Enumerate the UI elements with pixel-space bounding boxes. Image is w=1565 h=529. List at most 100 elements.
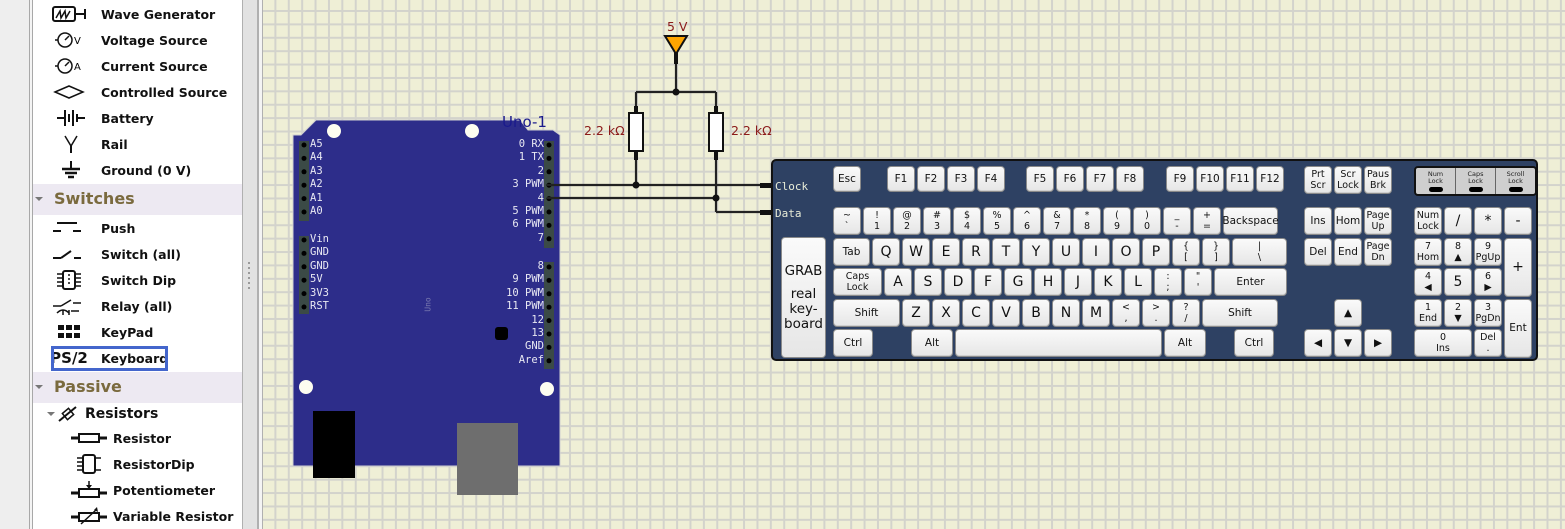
key-g[interactable]: G <box>1004 268 1032 296</box>
key-c[interactable]: C <box>962 299 990 327</box>
arduino-pin[interactable] <box>546 264 552 270</box>
palette-item-switch-dip[interactable]: Switch Dip <box>33 267 242 293</box>
key-f3[interactable]: F3 <box>947 166 975 192</box>
key-b[interactable]: B <box>1022 299 1050 327</box>
arduino-pin[interactable] <box>301 142 307 148</box>
key-h[interactable]: H <box>1034 268 1062 296</box>
expand-caret-icon[interactable] <box>35 385 43 389</box>
key-esc[interactable]: Esc <box>833 166 861 192</box>
key-alt-right[interactable]: Alt <box>1164 329 1206 357</box>
palette-item-controlled-source[interactable]: Controlled Source <box>33 79 242 105</box>
key-quote[interactable]: "' <box>1184 268 1212 296</box>
arduino-pin[interactable] <box>546 236 552 242</box>
resistor-r1[interactable] <box>628 106 644 160</box>
arduino-pin[interactable] <box>546 277 552 283</box>
arduino-pin[interactable] <box>301 277 307 283</box>
keypad-5[interactable]: 5 <box>1444 268 1472 296</box>
key-num-5[interactable]: %5 <box>983 207 1011 235</box>
key-num-8[interactable]: *8 <box>1073 207 1101 235</box>
key-alt-left[interactable]: Alt <box>911 329 953 357</box>
key-num-10[interactable]: )0 <box>1133 207 1161 235</box>
key-enter[interactable]: Enter <box>1214 268 1287 296</box>
keypad-[interactable]: + <box>1504 238 1532 297</box>
keypad-6[interactable]: 6▶ <box>1474 268 1502 296</box>
key-shift-right[interactable]: Shift <box>1202 299 1278 327</box>
palette-item-wave-generator[interactable]: Wave Generator <box>33 1 242 27</box>
keypad-[interactable]: * <box>1474 207 1502 235</box>
key-arrow-up[interactable]: ▲ <box>1334 299 1362 327</box>
key-x[interactable]: X <box>932 299 960 327</box>
arduino-pin[interactable] <box>546 291 552 297</box>
key-t[interactable]: T <box>992 238 1020 266</box>
key-f4[interactable]: F4 <box>977 166 1005 192</box>
key-ctrl-right[interactable]: Ctrl <box>1234 329 1274 357</box>
key-tab[interactable]: Tab <box>833 238 870 266</box>
key-hom[interactable]: Hom <box>1334 207 1362 235</box>
arduino-pin[interactable] <box>301 209 307 215</box>
arduino-pin[interactable] <box>546 155 552 161</box>
key-s[interactable]: S <box>914 268 942 296</box>
rail-5v[interactable] <box>663 35 689 64</box>
key-f7[interactable]: F7 <box>1086 166 1114 192</box>
key-l[interactable]: L <box>1124 268 1152 296</box>
key-f[interactable]: F <box>974 268 1002 296</box>
palette-item-resistordip[interactable]: ResistorDip <box>33 451 242 477</box>
key-comma[interactable]: <, <box>1112 299 1140 327</box>
key-num-11[interactable]: _- <box>1163 207 1191 235</box>
key-k[interactable]: K <box>1094 268 1122 296</box>
keypad-2[interactable]: 2▼ <box>1444 299 1472 327</box>
keypad-del[interactable]: Del. <box>1474 329 1502 357</box>
key-num-12[interactable]: += <box>1193 207 1221 235</box>
key-o[interactable]: O <box>1112 238 1140 266</box>
key-num-1[interactable]: !1 <box>863 207 891 235</box>
key-backtick[interactable]: ~` <box>833 207 861 235</box>
arduino-board[interactable] <box>292 119 561 495</box>
arduino-pin[interactable] <box>546 209 552 215</box>
key-num-9[interactable]: (9 <box>1103 207 1131 235</box>
key-backspace[interactable]: Backspace <box>1222 207 1279 235</box>
expand-caret-icon[interactable] <box>35 197 43 201</box>
key-m[interactable]: M <box>1082 299 1110 327</box>
category-switches[interactable]: Switches <box>33 184 242 215</box>
arduino-pin[interactable] <box>301 169 307 175</box>
key-f6[interactable]: F6 <box>1056 166 1084 192</box>
arduino-pin[interactable] <box>546 331 552 337</box>
arduino-pin[interactable] <box>301 237 307 243</box>
panel-splitter[interactable] <box>242 0 258 529</box>
arduino-pin[interactable] <box>546 169 552 175</box>
key-v[interactable]: V <box>992 299 1020 327</box>
key-shift[interactable]: Shift <box>833 299 900 327</box>
key-end-nav[interactable]: End <box>1334 238 1362 266</box>
key-ins[interactable]: Ins <box>1304 207 1332 235</box>
arduino-pin[interactable] <box>546 318 552 324</box>
arduino-pin[interactable] <box>301 291 307 297</box>
key-f12[interactable]: F12 <box>1256 166 1284 192</box>
key-r[interactable]: R <box>962 238 990 266</box>
key-f1[interactable]: F1 <box>887 166 915 192</box>
palette-item-potentiometer[interactable]: Potentiometer <box>33 477 242 503</box>
arduino-pin[interactable] <box>546 358 552 364</box>
keypad-4[interactable]: 4◀ <box>1414 268 1442 296</box>
palette-item-push[interactable]: Push <box>33 215 242 241</box>
key-bracket-left[interactable]: {[ <box>1172 238 1200 266</box>
palette-item-ground-0-v[interactable]: Ground (0 V) <box>33 157 242 183</box>
palette-item-switch-all[interactable]: Switch (all) <box>33 241 242 267</box>
key-f8[interactable]: F8 <box>1116 166 1144 192</box>
key-f2[interactable]: F2 <box>917 166 945 192</box>
arduino-pin[interactable] <box>301 264 307 270</box>
palette-item-resistor[interactable]: Resistor <box>33 425 242 451</box>
arduino-pin[interactable] <box>546 304 552 310</box>
keypad-[interactable]: / <box>1444 207 1472 235</box>
